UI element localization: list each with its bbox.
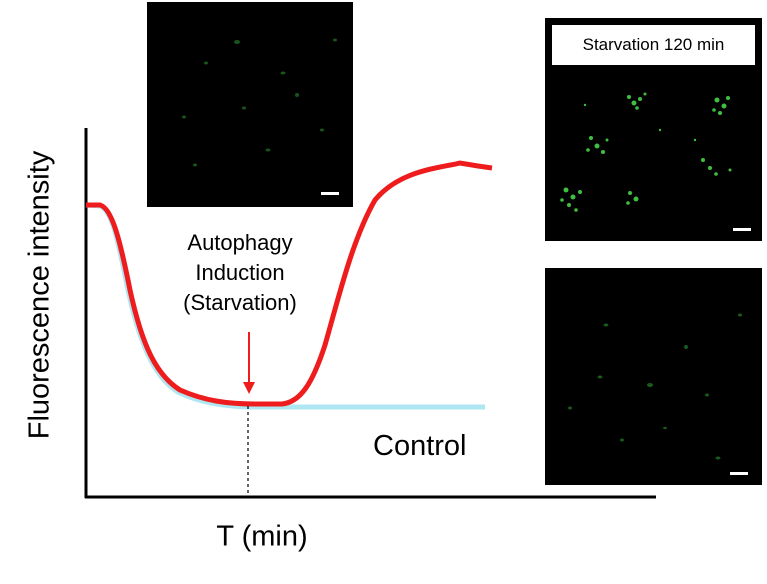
micrograph-control	[545, 268, 762, 485]
induction-annotation: Autophagy Induction (Starvation)	[183, 228, 297, 318]
scale-bar	[730, 472, 748, 475]
annotation-line-2: Induction	[183, 258, 297, 288]
annotation-line-1: Autophagy	[183, 228, 297, 258]
x-axis-title: T (min)	[216, 521, 307, 554]
micrograph-basal	[147, 2, 353, 207]
scale-bar	[733, 228, 751, 231]
control-label: Control	[373, 430, 467, 463]
annotation-line-3: (Starvation)	[183, 288, 297, 318]
induction-arrow-head	[243, 382, 255, 394]
y-axis-title: Fluorescence intensity	[24, 151, 57, 440]
micrograph-label: Starvation 120 min	[551, 24, 756, 66]
scale-bar	[321, 192, 339, 195]
